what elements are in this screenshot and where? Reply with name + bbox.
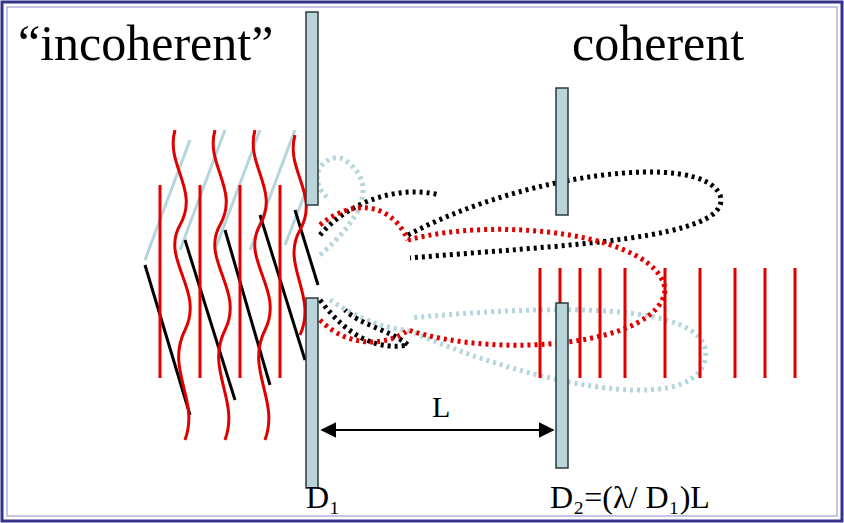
- dimension-label: L: [432, 392, 450, 422]
- aperture-label: D₁: [306, 481, 340, 513]
- apertures: [306, 12, 568, 488]
- region-label: coherent: [572, 18, 744, 68]
- formula-label: D₂=(λ/ D₁)L: [550, 481, 710, 513]
- coherent-waves: [540, 268, 795, 378]
- region-label: “incoherent”: [18, 18, 273, 68]
- dimension-arrow: [322, 429, 553, 431]
- frame-inner: [7, 7, 837, 516]
- diffraction-lobes: [317, 158, 721, 390]
- incoherent-waves: [145, 130, 318, 440]
